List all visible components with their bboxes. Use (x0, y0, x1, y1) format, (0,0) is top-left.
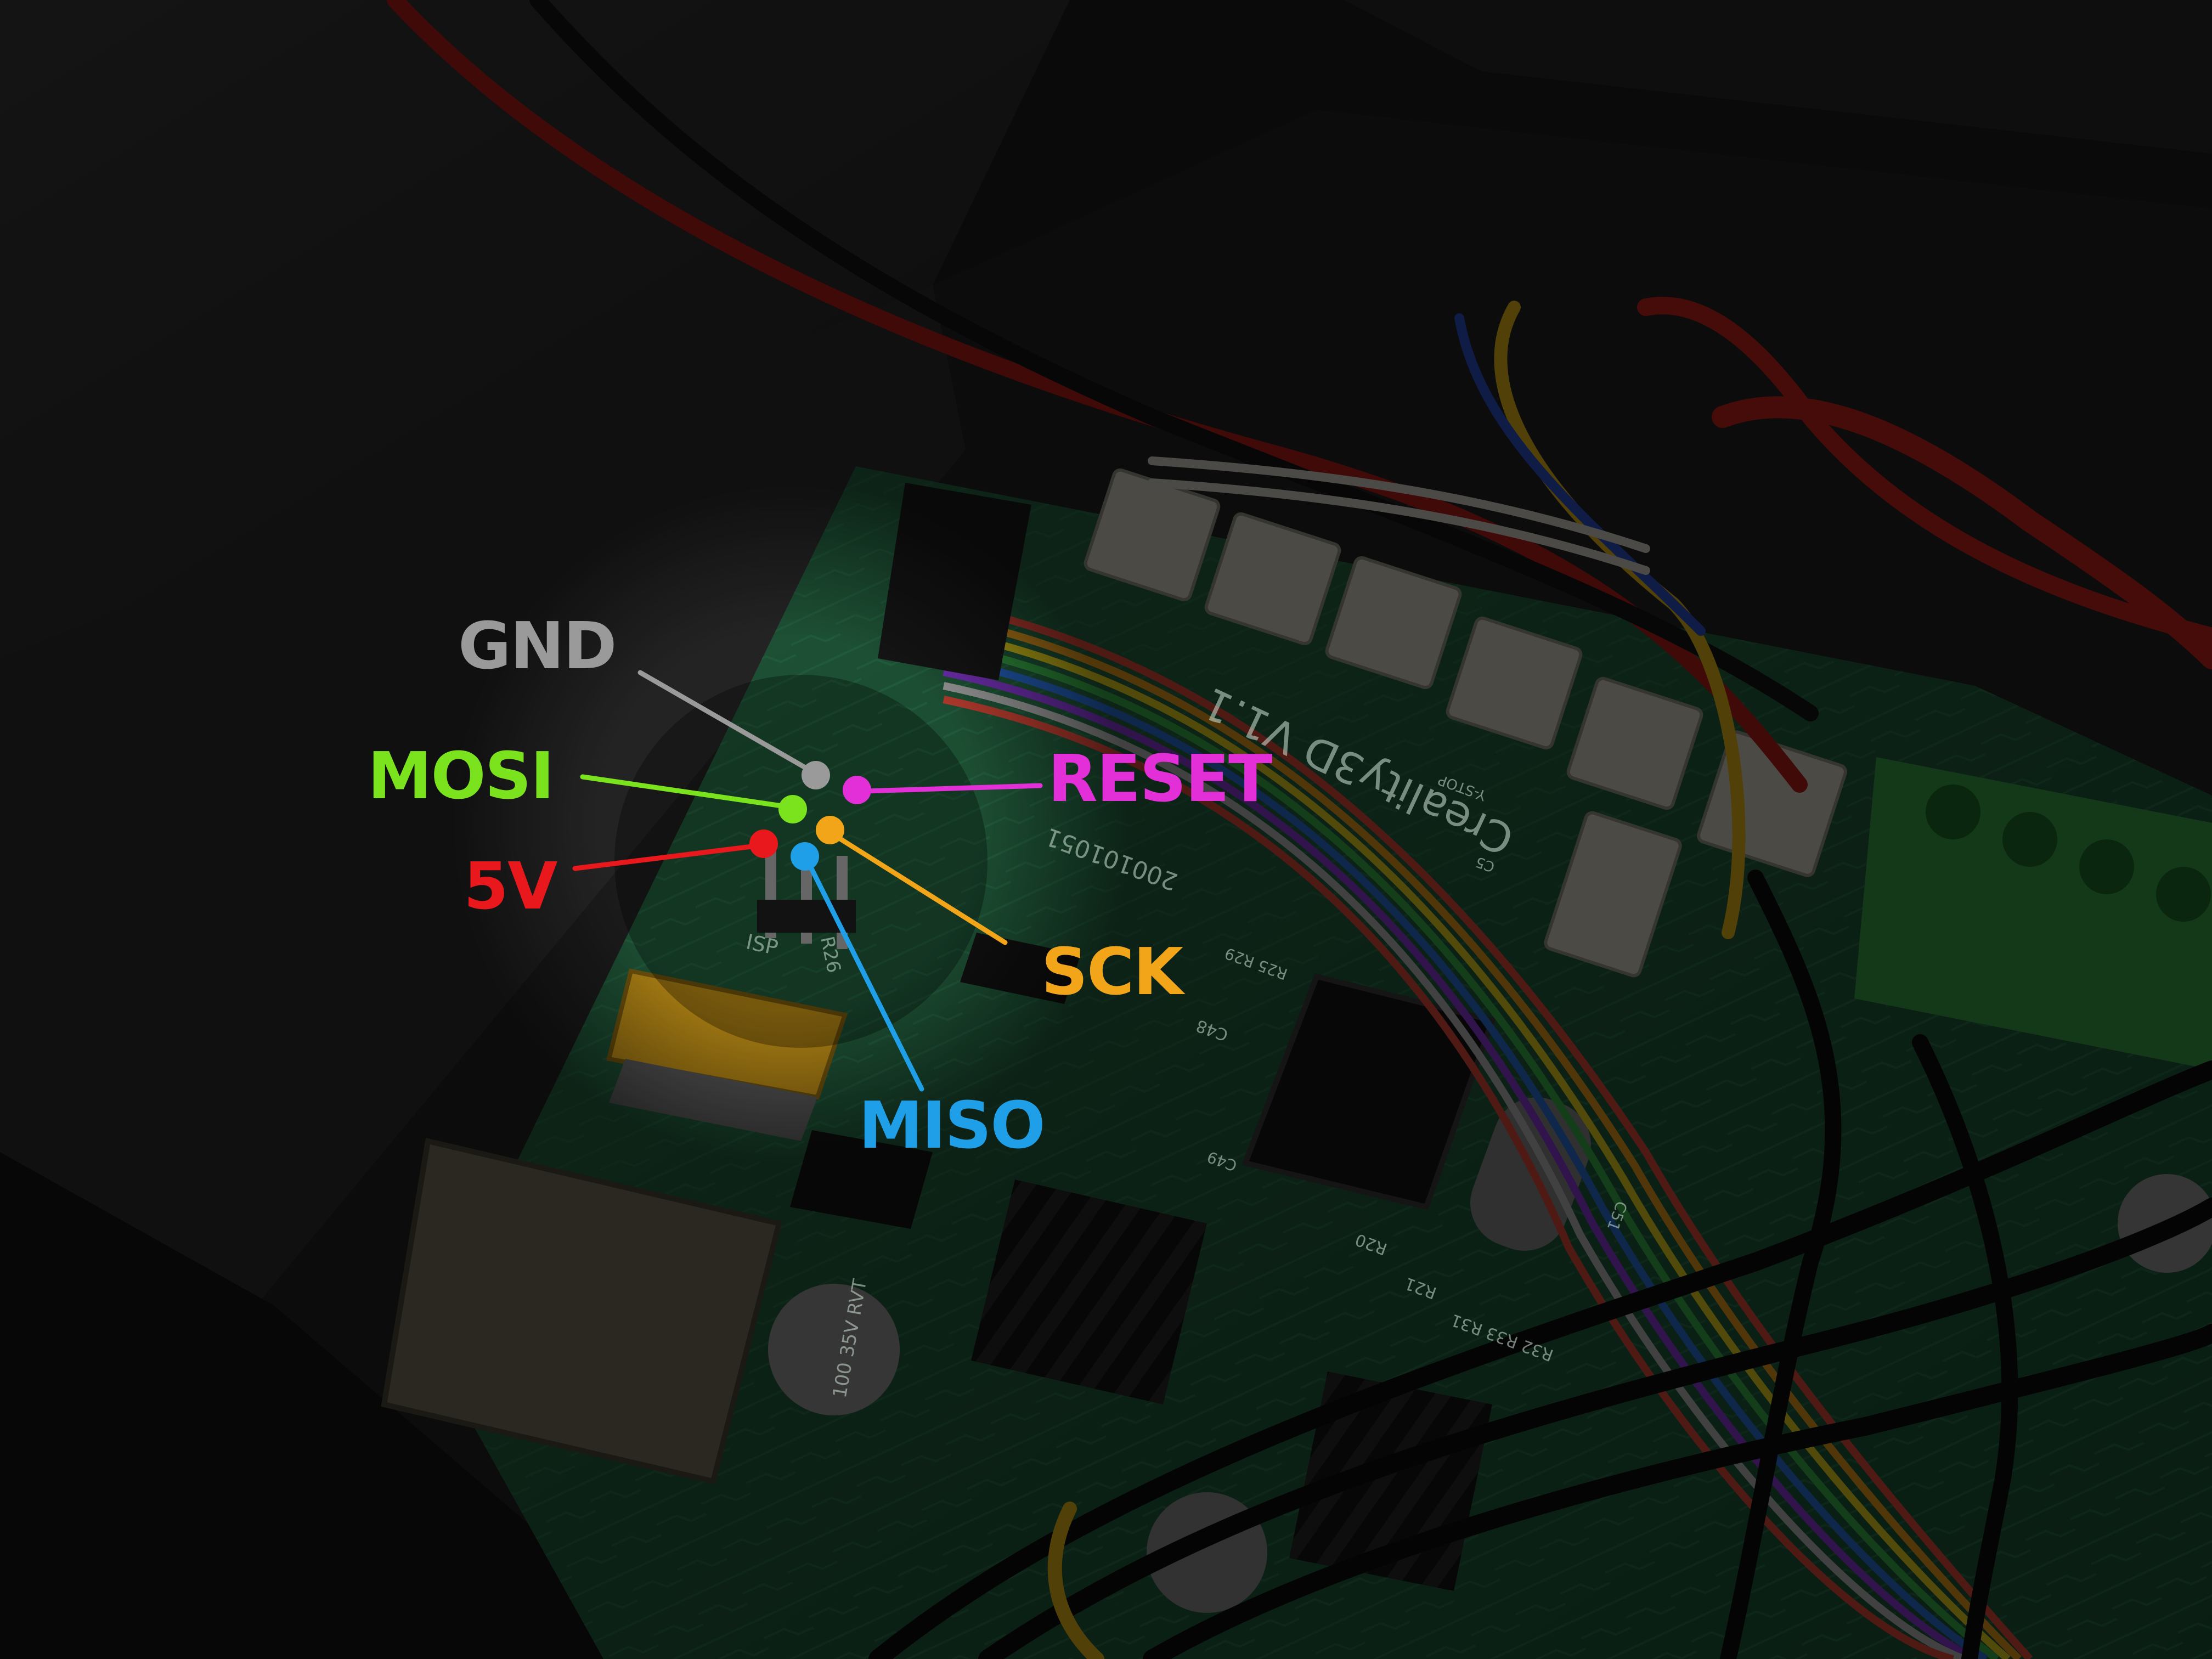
label-5v: 5V (464, 848, 557, 924)
leader-line-sck (834, 834, 1008, 945)
pin-dot-sck (816, 816, 844, 844)
pin-dot-mosi (778, 795, 807, 823)
pin-dot-reset (843, 776, 871, 804)
leader-line-reset (863, 783, 1043, 794)
pin-dot-miso (791, 842, 819, 871)
label-mosi: MOSI (368, 738, 555, 814)
leader-line-mosi (580, 774, 788, 809)
pin-dot-5v (749, 830, 778, 858)
label-reset: RESET (1048, 741, 1273, 816)
leader-line-miso (806, 861, 924, 1092)
leader-line-gnd (637, 670, 814, 774)
pin-dot-gnd (802, 761, 830, 789)
label-miso: MISO (859, 1087, 1046, 1163)
label-gnd: GND (458, 608, 617, 684)
leader-line-5v (572, 843, 759, 871)
label-sck: SCK (1041, 934, 1183, 1009)
